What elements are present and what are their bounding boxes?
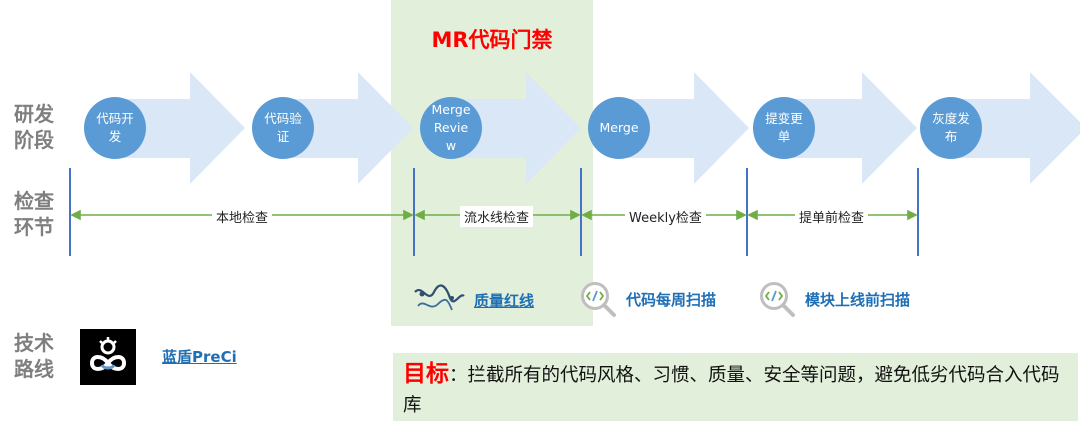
quality-redline-label[interactable]: 质量红线	[474, 291, 535, 310]
divider-2	[413, 168, 415, 256]
stage-arrow-1	[115, 72, 245, 184]
tech-row-label-line2: 路线	[14, 357, 54, 381]
stage-code-verify: 代码验 证	[252, 97, 314, 159]
tool-quality-redline[interactable]: 质量红线	[412, 282, 534, 318]
check-row-label: 检查 环节	[14, 188, 74, 240]
stage-merge-review: Merge Revie w	[420, 97, 482, 159]
stage-row-label-line1: 研发	[14, 102, 54, 126]
check-pipeline: 流水线检查	[460, 206, 534, 227]
check-line-2-head-right	[570, 209, 581, 221]
stage-arrow-6	[955, 72, 1080, 184]
goal-title: 目标	[403, 361, 449, 387]
check-pre-submit: 提单前检查	[795, 206, 869, 227]
preci-logo	[80, 329, 136, 385]
divider-5	[917, 168, 919, 256]
quality-redline-icon	[414, 284, 465, 311]
check-line-3-head-right	[736, 209, 747, 221]
stage-gray-release: 灰度发 布	[920, 97, 982, 159]
code-scan-icon	[760, 282, 795, 317]
stage-arrow-5	[787, 72, 917, 184]
divider-3	[580, 168, 582, 256]
check-line-4-head-right	[907, 209, 918, 221]
check-line-2-head-left	[414, 209, 425, 221]
tool-weekly-scan[interactable]: 代码每周扫描	[578, 279, 716, 319]
goal-text: ：拦截所有的代码风格、习惯、质量、安全等问题，避免低劣代码合入代码库	[403, 365, 1060, 416]
preci-link[interactable]: 蓝盾PreCi	[162, 348, 237, 366]
tool-module-scan[interactable]: 模块上线前扫描	[757, 279, 910, 319]
stage-arrow-3	[451, 72, 581, 184]
mr-gate-highlight	[391, 0, 593, 326]
check-line-1-head-right	[403, 209, 414, 221]
code-scan-icon	[581, 282, 616, 317]
stage-code-dev: 代码开 发	[84, 97, 146, 159]
goal-box: 目标：拦截所有的代码风格、习惯、质量、安全等问题，避免低劣代码合入代码库	[393, 353, 1078, 421]
check-line-1-head-left	[70, 209, 81, 221]
check-line-3-head-left	[581, 209, 592, 221]
check-local: 本地检查	[212, 206, 273, 227]
check-line-4-head-left	[747, 209, 758, 221]
module-scan-label: 模块上线前扫描	[805, 290, 911, 309]
check-weekly: Weekly检查	[625, 206, 706, 227]
divider-4	[746, 168, 748, 256]
check-row-label-line2: 环节	[14, 215, 54, 239]
preci-logo-icon	[89, 337, 127, 371]
tech-row-label-line1: 技术	[14, 331, 54, 355]
tech-row-label: 技术 路线	[14, 330, 74, 382]
stage-merge: Merge	[588, 97, 650, 159]
stage-arrow-2	[283, 72, 413, 184]
divider-1	[69, 168, 71, 256]
weekly-scan-label: 代码每周扫描	[626, 290, 717, 309]
stage-arrows	[69, 72, 1080, 256]
stage-row-label-line2: 阶段	[14, 128, 54, 152]
stage-arrow-4	[619, 72, 749, 184]
check-row-label-line1: 检查	[14, 189, 54, 213]
stage-change-request: 提变更 单	[753, 97, 815, 159]
mr-gate-title: MR代码门禁	[431, 28, 553, 52]
stage-row-label: 研发 阶段	[14, 101, 74, 153]
